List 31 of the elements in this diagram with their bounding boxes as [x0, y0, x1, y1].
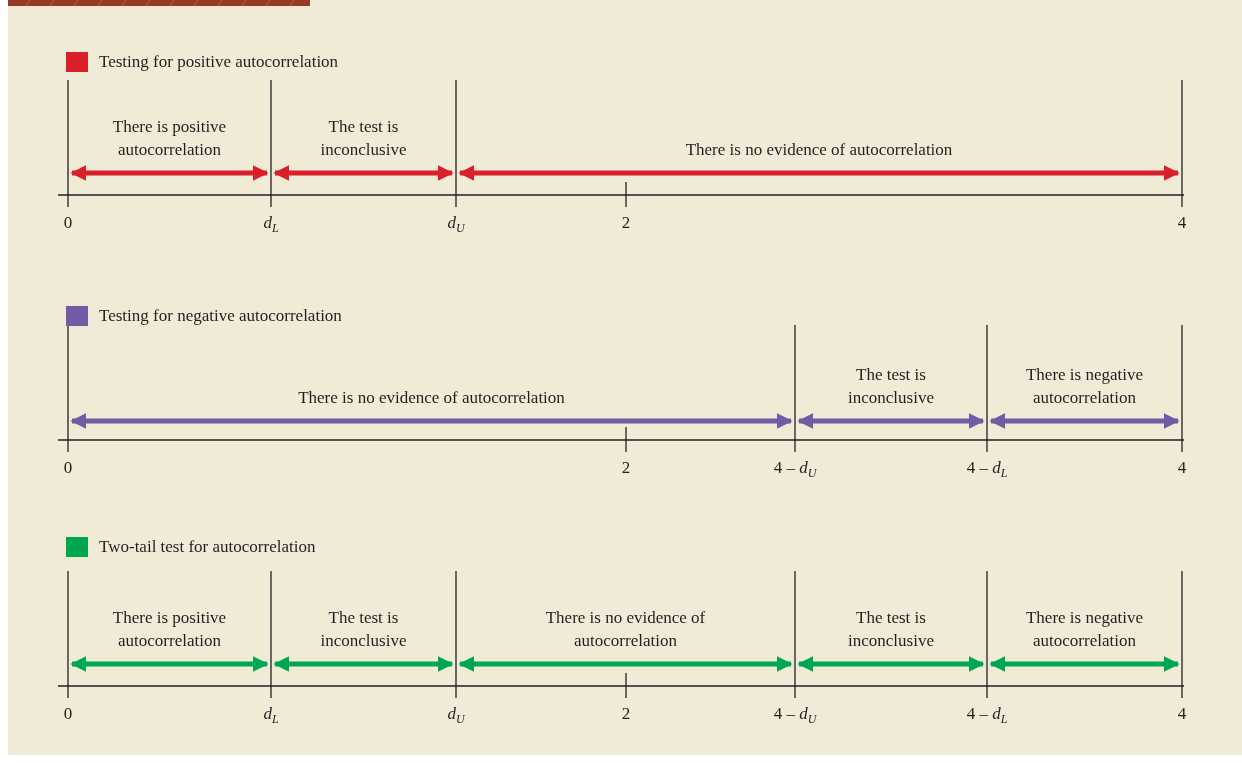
region-label: The test is inconclusive	[847, 607, 935, 652]
region-label: There is no evidence of autocorrelation	[684, 139, 954, 161]
tick-label: 0	[63, 704, 73, 724]
legend-label: Testing for negative autocorrelation	[99, 306, 342, 326]
region-label: The test is inconclusive	[319, 116, 408, 161]
region-label: The test is inconclusive	[319, 607, 408, 652]
region-label: There is no evidence of autocorrelation	[297, 387, 566, 409]
tick-label: 2	[621, 704, 631, 724]
region-label: There is positive autocorrelation	[111, 607, 228, 652]
tick-label: d$_{U}$	[447, 213, 465, 238]
tick-label: d$_{U}$	[447, 704, 465, 729]
region-label: There is negative autocorrelation	[1024, 364, 1145, 409]
region-label: There is positive autocorrelation	[111, 116, 228, 161]
tick-label: 0	[63, 458, 73, 478]
legend-label: Two-tail test for autocorrelation	[99, 537, 316, 557]
region-label: The test is inconclusive	[847, 364, 935, 409]
tick-label: 2	[621, 213, 631, 233]
tick-label: d$_{L}$	[263, 704, 279, 729]
legend-label: Testing for positive autocorrelation	[99, 52, 339, 72]
tick-label: 4 – d$_{L}$	[966, 458, 1008, 483]
tick-label: 4	[1177, 458, 1187, 478]
tick-label: 4 – d$_{U}$	[773, 704, 817, 729]
region-label: There is negative autocorrelation	[1024, 607, 1145, 652]
tick-label: 4 – d$_{L}$	[966, 704, 1008, 729]
tick-label: 4 – d$_{U}$	[773, 458, 817, 483]
tick-label: 0	[63, 213, 73, 233]
tick-label: 4	[1177, 704, 1187, 724]
tick-label: 2	[621, 458, 631, 478]
tick-label: 4	[1177, 213, 1187, 233]
region-label: There is no evidence of autocorrelation	[544, 607, 707, 652]
tick-label: d$_{L}$	[263, 213, 279, 238]
